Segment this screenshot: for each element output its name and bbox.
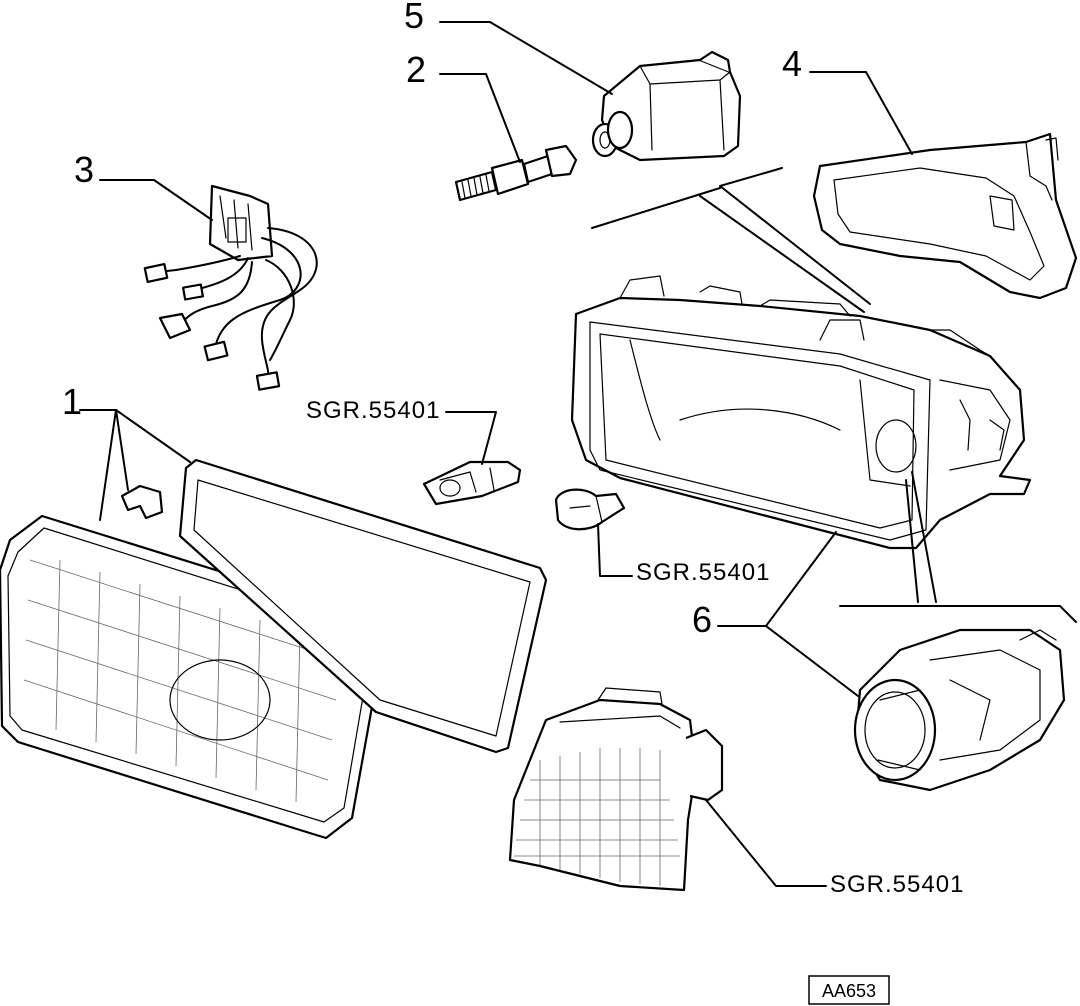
reference-bulb-parking: SGR.55401 <box>636 559 770 586</box>
part-5-headlamp-level-actuator <box>591 50 742 162</box>
part-6-lamp-insert <box>853 628 1066 792</box>
part-1-lens-gasket <box>178 458 548 754</box>
bulb-side-light <box>554 488 626 531</box>
reference-bulb-low-beam: SGR.55401 <box>306 397 440 424</box>
part-1-retaining-clip <box>120 484 164 520</box>
part-4-housing-cover <box>812 132 1078 300</box>
callout-labels: 5 2 3 4 1 6 SGR.55401 SGR.55401 SGR.5540… <box>62 0 964 898</box>
part-2-adjuster-screw <box>454 144 578 202</box>
indicator-lamp <box>508 687 724 892</box>
callout-5: 5 <box>404 0 424 36</box>
bulb-h-type <box>422 460 522 506</box>
drawing-code-box: AA653 <box>808 975 890 1005</box>
callout-3: 3 <box>74 149 94 190</box>
callout-6: 6 <box>692 599 712 640</box>
callout-4: 4 <box>782 43 802 84</box>
part-6-headlamp-body <box>570 275 1032 550</box>
drawing-code: AA653 <box>822 981 876 1001</box>
callout-1: 1 <box>62 381 82 422</box>
reference-indicator: SGR.55401 <box>830 871 964 898</box>
leader-lines <box>79 21 1077 887</box>
callout-2: 2 <box>406 49 426 90</box>
part-3-wiring-harness <box>143 184 318 391</box>
